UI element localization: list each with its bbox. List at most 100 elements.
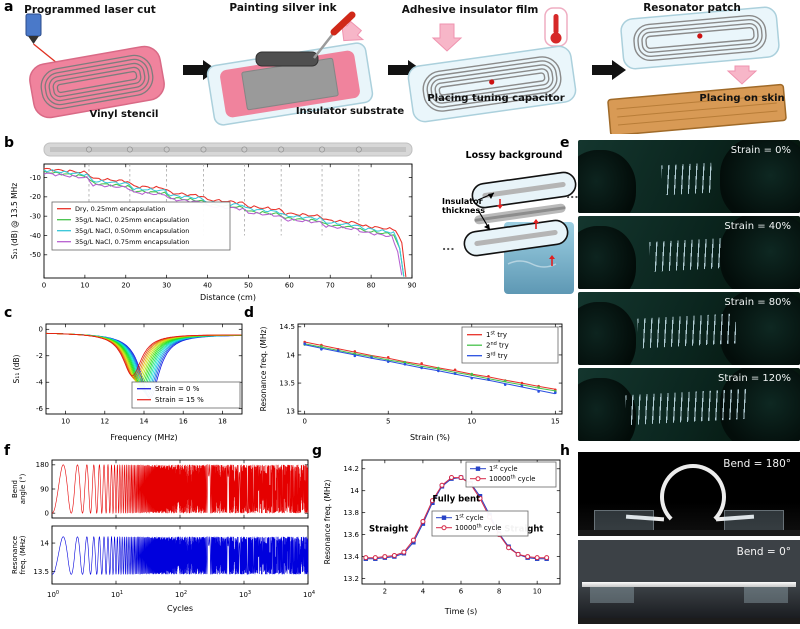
finger-left-icon — [578, 302, 636, 365]
svg-text:Strain = 15 %: Strain = 15 % — [155, 396, 204, 404]
svg-text:10: 10 — [467, 418, 476, 426]
stretched-device — [661, 162, 713, 196]
svg-text:13.4: 13.4 — [343, 553, 359, 561]
svg-text:1st cycle: 1st cycle — [489, 465, 518, 474]
svg-text:70: 70 — [326, 282, 335, 290]
svg-text:0: 0 — [45, 510, 49, 518]
svg-text:13.6: 13.6 — [343, 531, 359, 539]
svg-text:18: 18 — [218, 418, 227, 426]
lossy-background-label: Lossy background — [466, 150, 563, 161]
svg-text:-40: -40 — [30, 232, 41, 240]
panel-letter-f: f — [4, 443, 11, 459]
svg-text:14: 14 — [286, 351, 295, 359]
strain-label: Strain = 80% — [724, 297, 791, 308]
svg-text:80: 80 — [367, 282, 376, 290]
panel-letter-g: g — [312, 443, 323, 459]
continuation-dots: ... — [566, 188, 578, 201]
panel-letter-b: b — [4, 135, 15, 151]
svg-text:40: 40 — [203, 282, 212, 290]
svg-text:6: 6 — [459, 588, 464, 596]
bend-photo-180: Bend = 180° — [578, 452, 800, 536]
svg-text:90: 90 — [40, 485, 49, 493]
lossy-art — [463, 171, 577, 294]
panel-letter-c: c — [4, 305, 13, 321]
panel-a-art — [25, 6, 787, 134]
svg-text:0: 0 — [39, 326, 43, 334]
strain-label: Strain = 40% — [724, 221, 791, 232]
svg-text:3rd try: 3rd try — [486, 352, 508, 361]
step3-title: Adhesive insulator film — [402, 4, 539, 16]
svg-text:60: 60 — [285, 282, 294, 290]
svg-text:1st cycle: 1st cycle — [455, 514, 484, 523]
flat-device — [582, 582, 796, 587]
svg-text:0: 0 — [302, 418, 306, 426]
svg-text:0: 0 — [42, 282, 46, 290]
svg-text:13.5: 13.5 — [279, 379, 295, 387]
svg-text:13.2: 13.2 — [343, 575, 359, 583]
step2-caption: Insulator substrate — [296, 106, 405, 117]
svg-text:35g/L NaCl, 0.25mm encapsulati: 35g/L NaCl, 0.25mm encapsulation — [75, 216, 189, 224]
strain-photo-1: Strain = 40% — [578, 216, 800, 289]
panel-letter-a: a — [4, 0, 14, 15]
svg-text:180: 180 — [36, 461, 49, 469]
svg-text:13: 13 — [286, 408, 295, 416]
svg-text:Fully bent: Fully bent — [432, 495, 480, 505]
svg-text:Time (s): Time (s) — [444, 607, 478, 616]
svg-text:14.5: 14.5 — [279, 323, 295, 331]
support-block — [744, 587, 788, 603]
strain-photo-2: Strain = 80% — [578, 292, 800, 365]
step1-caption: Vinyl stencil — [90, 109, 159, 120]
svg-text:103: 103 — [239, 590, 251, 599]
strain-photos: Strain = 0% Strain = 40% Strain = 80% St… — [578, 140, 800, 444]
svg-text:-10: -10 — [30, 174, 41, 182]
bend-label: Bend = 0° — [736, 546, 791, 558]
svg-text:16: 16 — [179, 418, 188, 426]
svg-text:Dry, 0.25mm encapsulation: Dry, 0.25mm encapsulation — [75, 205, 165, 213]
strain-label: Strain = 0% — [730, 145, 791, 156]
svg-text:10: 10 — [533, 588, 542, 596]
acrylic-block — [594, 510, 654, 532]
svg-text:Frequency (MHz): Frequency (MHz) — [110, 433, 177, 442]
panel-letter-d: d — [244, 305, 255, 321]
svg-text:14: 14 — [350, 487, 359, 495]
svg-text:10000th cycle: 10000th cycle — [455, 524, 501, 533]
svg-text:100: 100 — [47, 590, 59, 599]
svg-text:-20: -20 — [30, 193, 41, 201]
bend-photos: Bend = 180° Bend = 0° — [578, 452, 800, 628]
svg-text:2: 2 — [383, 588, 387, 596]
panel-letter-e: e — [560, 135, 570, 151]
svg-text:13.8: 13.8 — [343, 509, 359, 517]
svg-text:14: 14 — [140, 418, 149, 426]
step4-caption: Placing on skin — [699, 93, 784, 104]
step2-title: Painting silver ink — [229, 2, 337, 14]
svg-text:5: 5 — [386, 418, 390, 426]
svg-text:2nd try: 2nd try — [486, 341, 509, 350]
svg-text:Resonance freq. (MHz): Resonance freq. (MHz) — [323, 480, 332, 565]
svg-text:8: 8 — [497, 588, 501, 596]
svg-text:12: 12 — [100, 418, 109, 426]
svg-text:14.2: 14.2 — [343, 465, 359, 473]
svg-text:35g/L NaCl, 0.75mm encapsulati: 35g/L NaCl, 0.75mm encapsulation — [75, 238, 189, 246]
svg-text:-2: -2 — [36, 352, 43, 360]
support-block — [590, 587, 634, 603]
step3-caption: Placing tuning capacitor — [427, 93, 564, 104]
svg-text:Bendangle (°): Bendangle (°) — [11, 473, 27, 504]
step4-title: Resonator patch — [643, 2, 741, 14]
svg-text:20: 20 — [121, 282, 130, 290]
finger-right-icon — [720, 140, 800, 213]
strain-label: Strain = 120% — [718, 373, 791, 384]
continuation-dots: ... — [442, 240, 455, 253]
svg-text:S₂₁ (dB) @ 13.5 MHz: S₂₁ (dB) @ 13.5 MHz — [10, 183, 19, 259]
finger-left-icon — [578, 226, 636, 289]
bent-device — [660, 464, 726, 530]
table-surface — [578, 618, 800, 624]
step1-title: Programmed laser cut — [24, 4, 156, 16]
panel-letter-h: h — [560, 443, 570, 459]
finger-right-icon — [720, 216, 800, 289]
